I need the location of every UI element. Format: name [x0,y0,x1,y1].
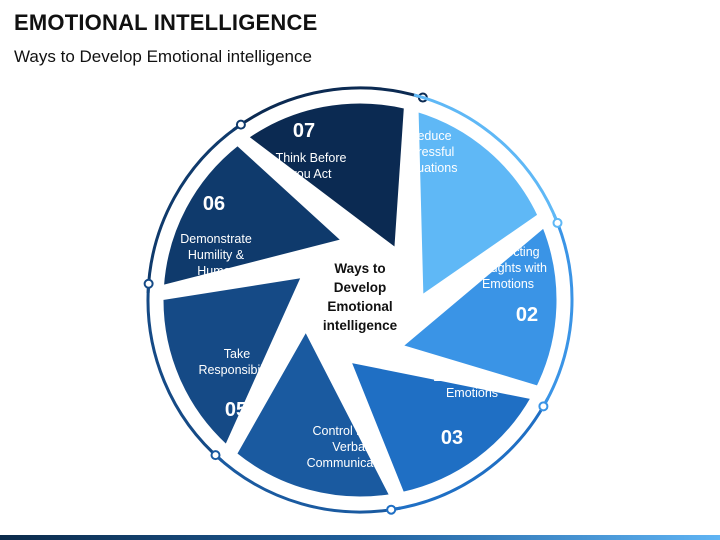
segment-wedge [160,142,345,289]
segment-ring-arc [390,397,550,512]
segment-text-line: Verbal [332,440,367,454]
page-title: EMOTIONAL INTELLIGENCE [14,10,318,35]
segment-wedge [233,328,393,500]
segment-ring-arc [232,86,424,132]
ring-end-dot [538,401,549,412]
segment-wedge [415,108,541,298]
segment-text-line: Demonstrate [180,232,252,246]
ring-end-dot [235,119,246,130]
segment-wedge [160,274,305,448]
segment-number: 01 [399,186,421,208]
segment-text-line: Communication [307,456,394,470]
segment-text-line: you Act [291,167,333,181]
center-label-line-2: Develop [334,280,387,295]
segment-ring-arc [542,213,574,408]
ring-end-dot [210,450,221,461]
segment-text-line: Humor [197,264,235,278]
bottom-accent-bar [0,535,720,540]
ring-end-dot [386,504,397,515]
page-subtitle: Ways to Develop Emotional intelligence [14,47,312,66]
segment-text-line: Stressful [406,145,455,159]
segment-number: 02 [516,304,538,326]
segment-number: 07 [293,120,315,142]
segment-text-line: Think Before [276,151,347,165]
segment-text-line: Situations [403,161,458,175]
segment-wedge [245,100,407,251]
segment-wedge [348,359,534,495]
segment-ring-arc [146,123,242,294]
segment-ring-arc [413,93,559,224]
segment-text-line: Emotions [482,277,534,291]
segment-number: 03 [441,427,463,449]
center-label-line-4: intelligence [323,318,398,333]
segment-number: 05 [225,399,247,421]
segment-wedge [399,224,560,389]
segment-ring-arc [214,454,401,514]
ring-end-dot [143,278,154,289]
segment-text-line: Thoughts with [469,261,547,275]
segment-number: 06 [203,193,225,215]
segment-text-line: Reduce [408,129,451,143]
segment-ring-arc [146,283,224,463]
segment-text-line: Humility & [188,248,245,262]
segment-text-line: Take [224,347,250,361]
segment-text-line: Control non – [312,424,387,438]
center-label-line-1: Ways to [334,261,385,276]
segment-text-line: Responsibility [198,363,276,377]
center-label-line-3: Emotional [327,299,392,314]
ring-end-dot [552,217,563,228]
segment-text-line: Emotions [446,386,498,400]
